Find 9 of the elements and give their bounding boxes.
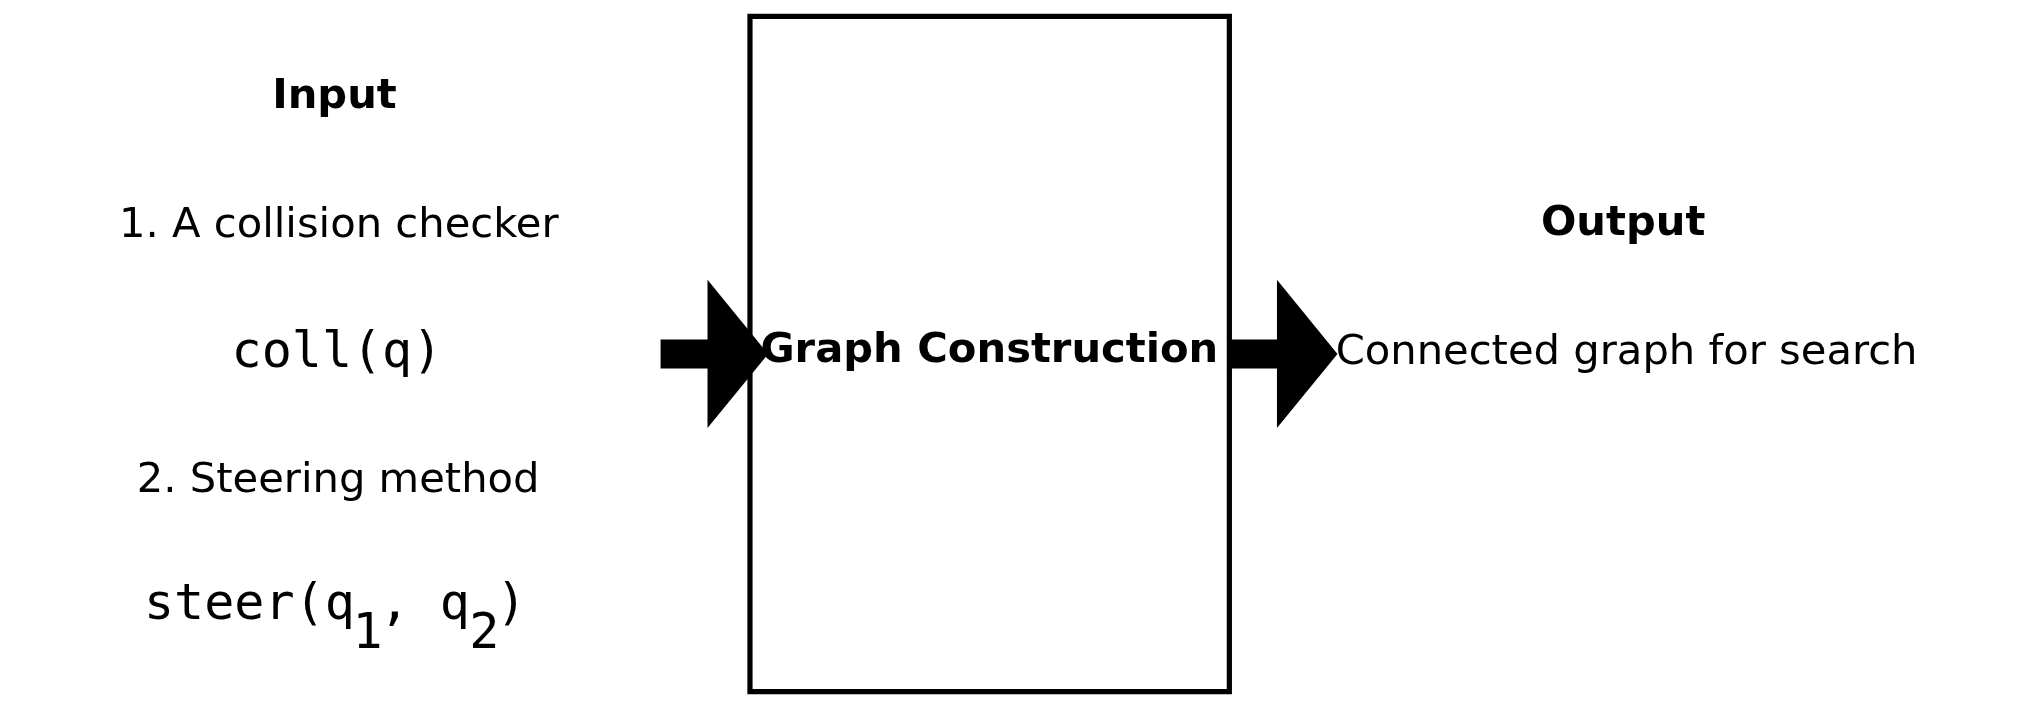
- label: 1. A collision checker: [119, 198, 559, 248]
- label: 2. Steering method: [136, 452, 540, 502]
- arrow: [660, 279, 769, 429]
- arrow: [1230, 279, 1338, 429]
- node-text: Connected graph for search: [1335, 325, 1918, 375]
- label: Output: [1540, 196, 1706, 246]
- node-box: Graph Construction: [747, 13, 1232, 695]
- label: coll(q): [231, 320, 443, 379]
- label: Input: [272, 69, 397, 119]
